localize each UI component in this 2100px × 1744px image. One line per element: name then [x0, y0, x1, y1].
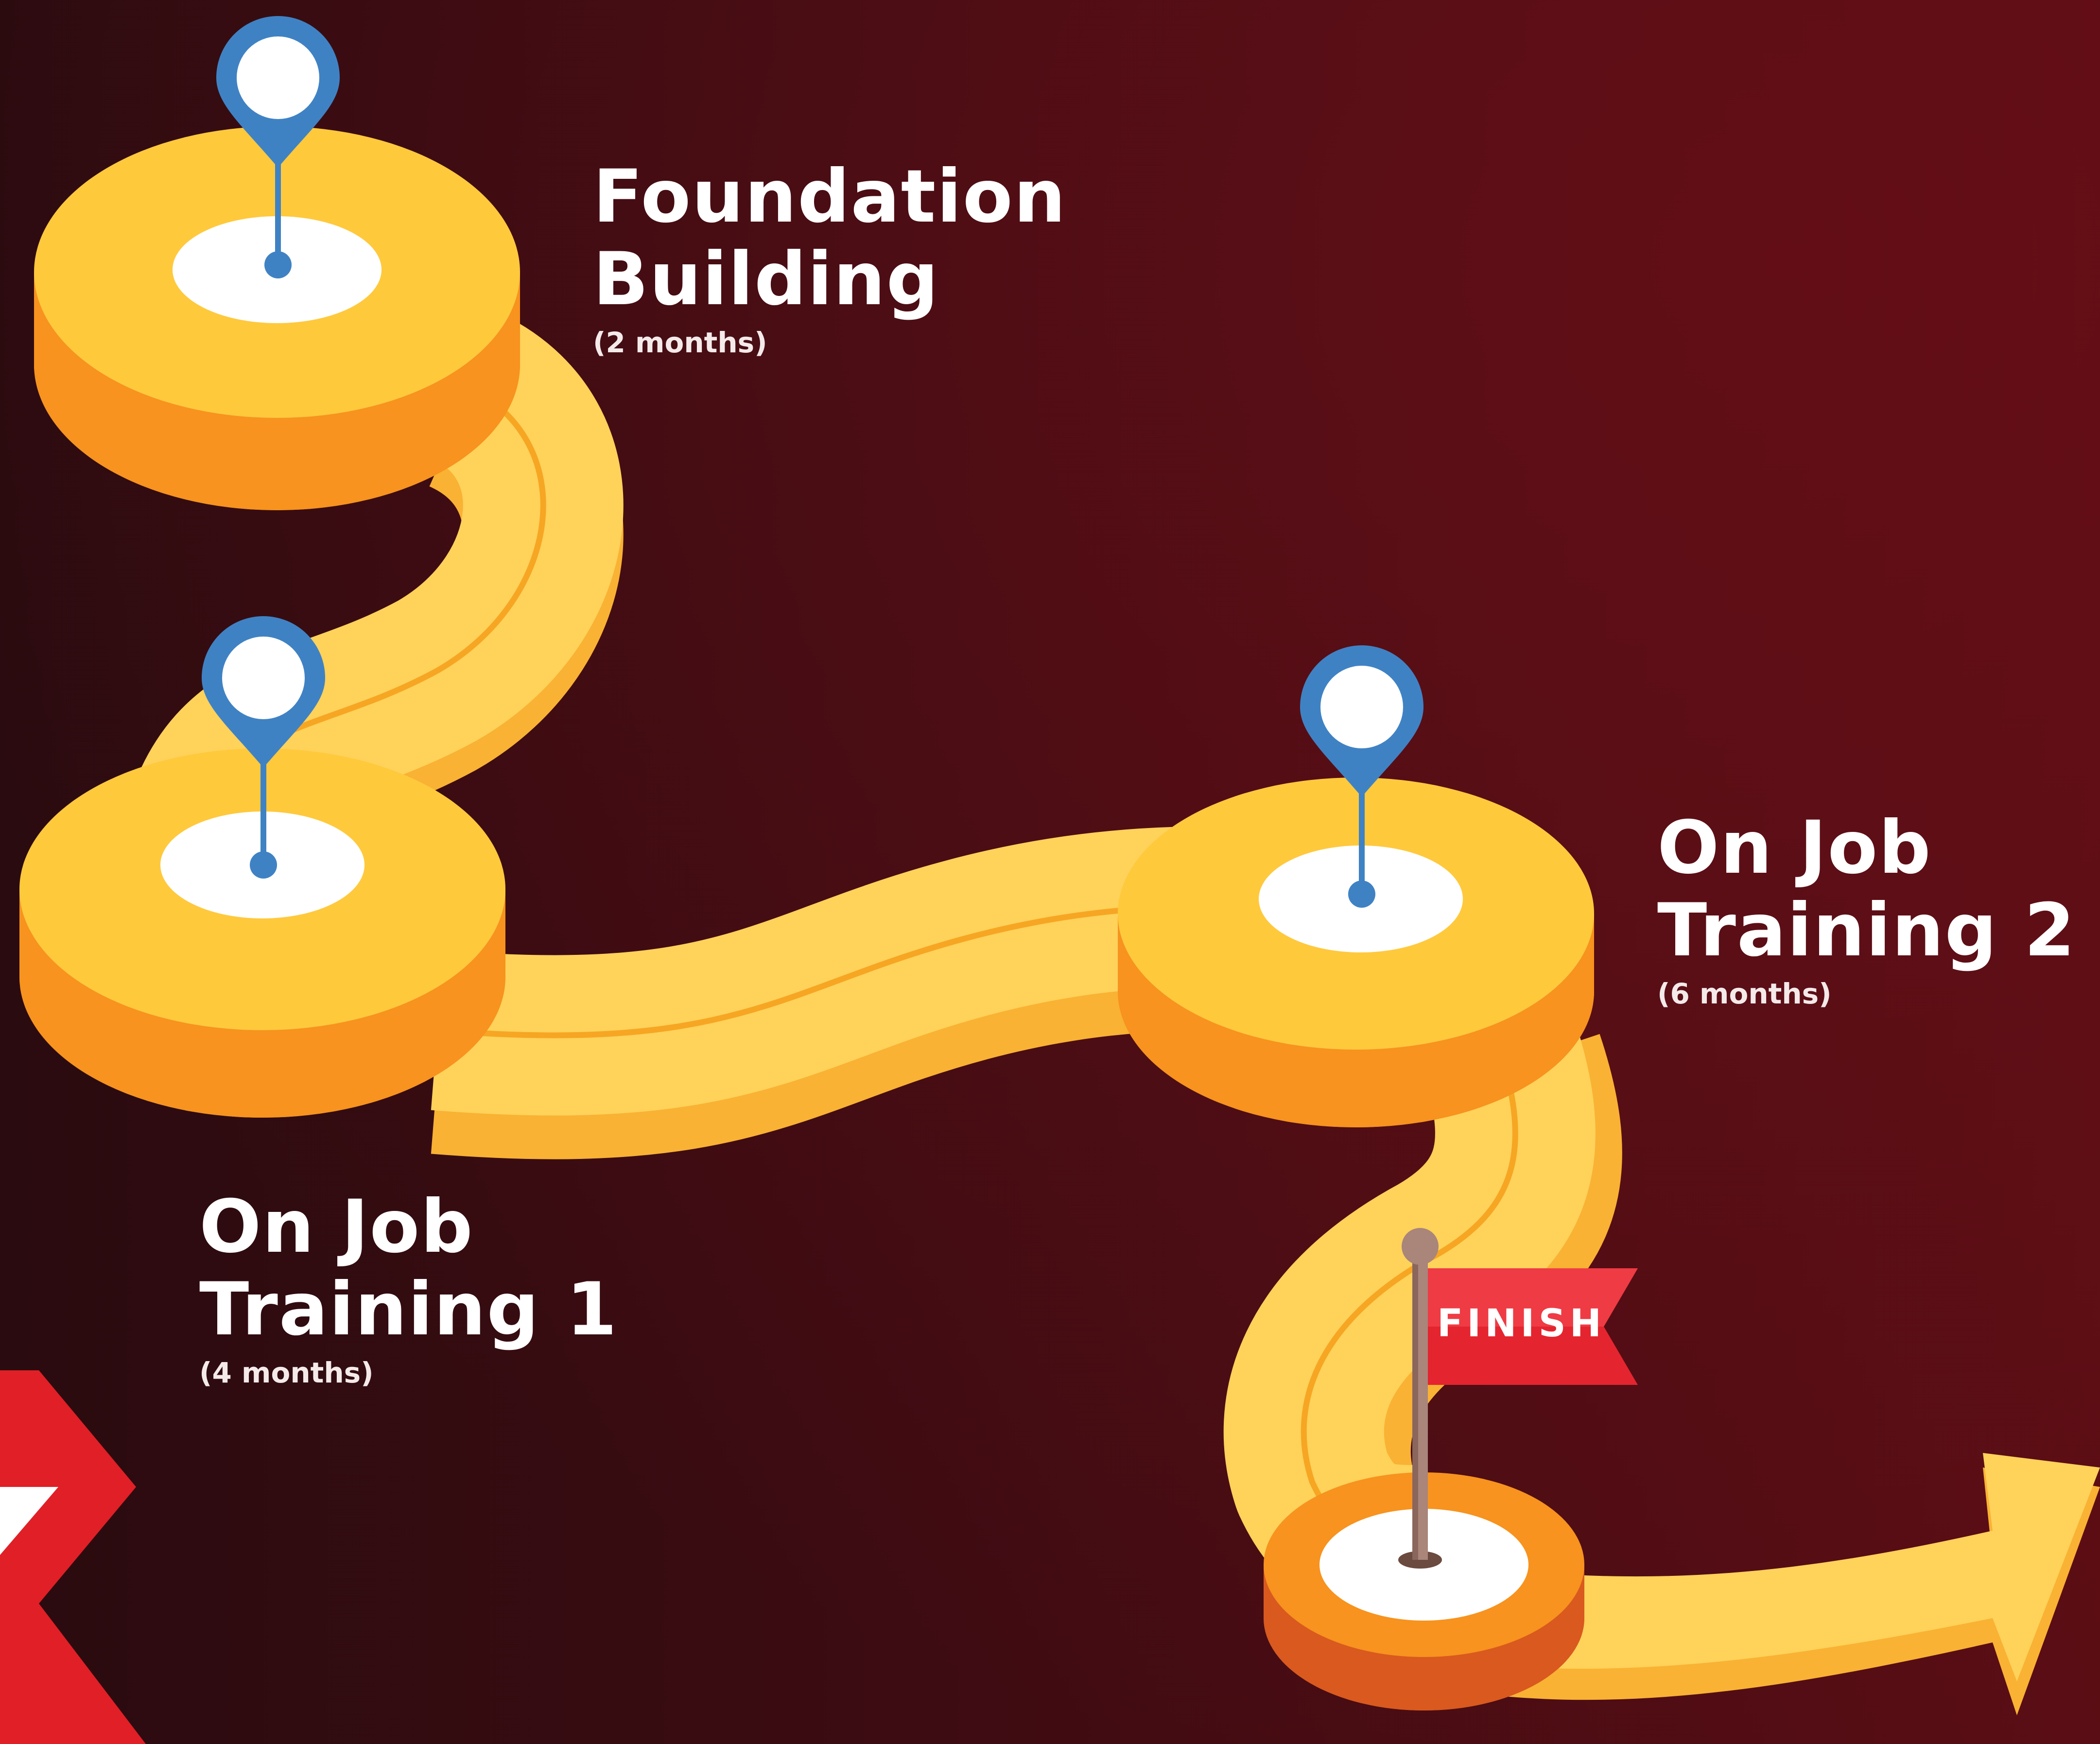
milestone-title-line1: On Job [199, 1185, 474, 1269]
milestone-duration: (4 months) [199, 1356, 374, 1389]
milestone-title-line2: Training 1 [199, 1267, 618, 1352]
milestone-title-line2: Building [593, 237, 939, 322]
platform-finish [1264, 1472, 1584, 1710]
map-pin-icon [1300, 645, 1423, 908]
milestone-duration: (2 months) [593, 326, 767, 359]
arrow-right-icon [1458, 1453, 2100, 1715]
milestone-title-line2: Training 2 [1657, 888, 2076, 973]
milestone-foundation-building: Foundation Building (2 months) [593, 155, 1067, 364]
milestone-title-line1: On Job [1657, 806, 1932, 890]
milestone-title-line1: Foundation [593, 155, 1067, 239]
milestone-on-job-training-2: On Job Training 2 (6 months) [1657, 807, 2076, 1016]
finish-label: FINISH [1437, 1302, 1605, 1346]
milestone-duration: (6 months) [1657, 977, 1832, 1010]
platform-on-job-training-2 [1118, 777, 1594, 1127]
milestone-on-job-training-1: On Job Training 1 (4 months) [199, 1186, 618, 1395]
map-pin-icon [202, 616, 325, 879]
red-chevron-accent [0, 1370, 146, 1744]
finish-flag-icon: FINISH [1398, 1228, 1638, 1569]
map-pin-icon [216, 16, 340, 278]
